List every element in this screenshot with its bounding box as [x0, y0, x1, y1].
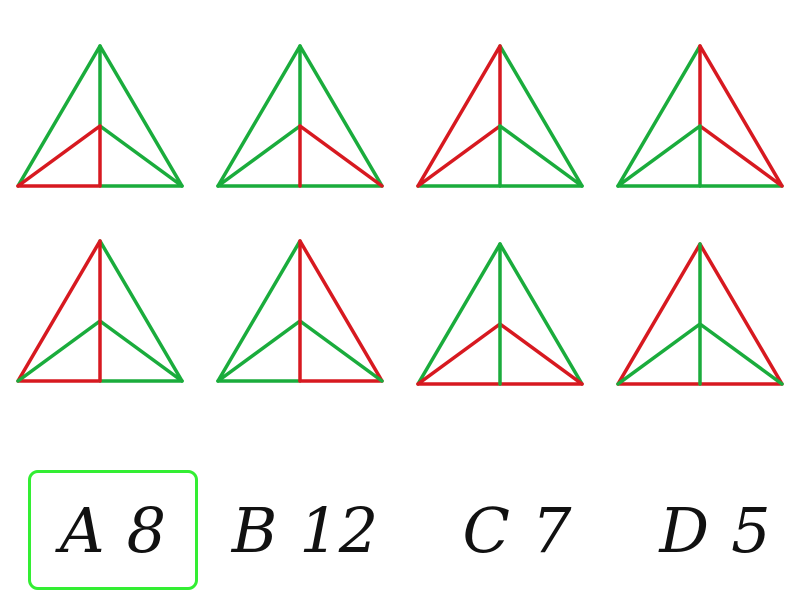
segment-outer-right [498, 44, 584, 188]
segment-outer-left [616, 44, 702, 188]
option-value: 7 [532, 493, 572, 567]
segment-outer-left [216, 44, 302, 188]
segment-outer-left [216, 239, 302, 383]
segment-spoke-right [98, 124, 184, 188]
segment-spoke-right [298, 319, 384, 383]
triangle-figure [210, 38, 390, 198]
segment-outer-right [98, 239, 184, 383]
triangle-figure [610, 38, 790, 198]
segment-spoke-left [616, 322, 702, 386]
option-value: 12 [299, 493, 379, 567]
segment-outer-right [298, 44, 384, 188]
triangle-figure [410, 236, 590, 396]
segment-spoke-right [698, 322, 784, 386]
option-letter: B [231, 493, 278, 567]
segment-spoke-left [216, 124, 302, 188]
segment-spoke-left [216, 319, 302, 383]
segment-outer-left [616, 242, 702, 386]
option-letter: D [659, 493, 710, 567]
segment-spoke-left [616, 124, 702, 188]
segment-outer-right [698, 44, 784, 188]
segment-spoke-right [498, 124, 584, 188]
triangle-figure [10, 233, 190, 393]
segment-spoke-right [98, 319, 184, 383]
option-b[interactable]: B 12 [220, 470, 390, 590]
segment-spoke-right [698, 124, 784, 188]
segment-spoke-left [416, 124, 502, 188]
segment-outer-left [416, 242, 502, 386]
segment-outer-right [98, 44, 184, 188]
option-letter: C [462, 493, 510, 567]
triangle-figure [610, 236, 790, 396]
triangle-figure [410, 38, 590, 198]
segment-spoke-left [16, 124, 102, 188]
option-value: 5 [731, 493, 771, 567]
segment-outer-right [498, 242, 584, 386]
triangle-figure [10, 38, 190, 198]
option-value: 8 [126, 493, 167, 567]
segment-outer-left [16, 44, 102, 188]
segment-outer-right [298, 239, 384, 383]
option-letter: A [59, 493, 105, 567]
segment-outer-right [698, 242, 784, 386]
triangle-figure [210, 233, 390, 393]
segment-outer-left [16, 239, 102, 383]
segment-spoke-right [498, 322, 584, 386]
segment-spoke-left [416, 322, 502, 386]
segment-spoke-left [16, 319, 102, 383]
segment-spoke-right [298, 124, 384, 188]
segment-outer-left [416, 44, 502, 188]
